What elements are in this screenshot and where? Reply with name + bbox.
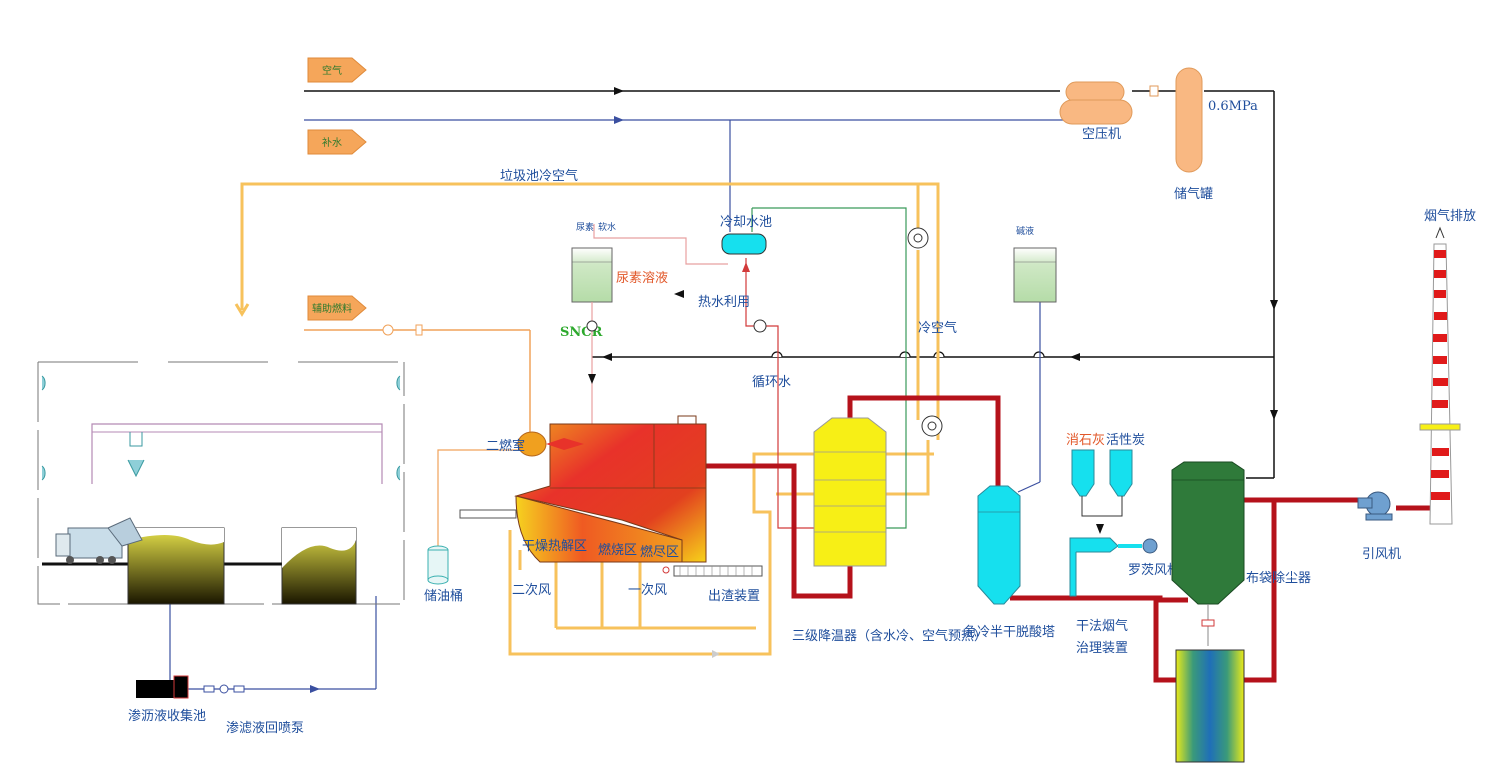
- hot-water-pump-icon: [753, 319, 767, 333]
- heat-exchanger: [1175, 649, 1245, 763]
- dry-gas-label-2: 治理装置: [1076, 641, 1128, 656]
- drying-zone-label: 干燥热解区: [522, 539, 587, 554]
- flue-gas-ducts: [706, 395, 1434, 683]
- hot-water-use-label: 热水利用: [698, 295, 750, 310]
- slag-device: 出渣装置: [662, 565, 763, 604]
- oil-tank: 储油桶: [424, 545, 463, 604]
- cooler-label: 三级降温器（含水冷、空气预热）: [792, 628, 987, 644]
- hot-water-line: [745, 258, 814, 529]
- primary-air-label: 一次风: [628, 582, 667, 598]
- fuel-pump-icon: [382, 324, 394, 336]
- input-water-label: 补水: [322, 136, 342, 149]
- quench-tower-label: 急冷半干脱酸塔: [964, 625, 1055, 640]
- three-stage-cooler: 三级降温器（含水冷、空气预热）: [792, 417, 987, 644]
- garbage-pit-cold-air-label: 垃圾池冷空气: [500, 168, 578, 184]
- soft-water-tag: 软水: [598, 221, 616, 233]
- urea-solution-label: 尿素溶液: [616, 271, 668, 286]
- input-air-label: 空气: [322, 64, 342, 77]
- urea-tank: 尿素 软水 尿素溶液 SNCR: [560, 221, 668, 428]
- input-arrow-fuel: 辅助燃料: [307, 295, 367, 321]
- cooling-pool: 冷却水池 热水利用: [674, 215, 772, 310]
- input-arrow-air: 空气: [307, 57, 367, 83]
- sncr-pump-icon: [586, 320, 598, 332]
- incinerator: 二燃室 干燥热解区 燃烧区 燃尽区: [459, 415, 707, 563]
- pressure-label: 0.6MPa: [1208, 99, 1258, 114]
- fuel-valve-icon: [415, 324, 423, 336]
- dry-treatment: 消石灰 活性炭 罗茨风机 干法烟气 治理装置: [1066, 433, 1180, 656]
- oil-tank-label: 储油桶: [424, 589, 463, 604]
- air-tank-label: 储气罐: [1174, 186, 1213, 202]
- input-fuel-label: 辅助燃料: [312, 302, 352, 315]
- lime-label: 消石灰: [1066, 433, 1105, 448]
- input-arrow-water: 补水: [307, 129, 367, 155]
- air-compressor-label: 空压机: [1082, 127, 1121, 142]
- activated-carbon-label: 活性炭: [1106, 433, 1145, 448]
- urea-tag: 尿素: [576, 221, 594, 233]
- fuel-line: [304, 329, 531, 432]
- burnout-zone-label: 燃尽区: [640, 544, 679, 560]
- induced-fan-label: 引风机: [1362, 547, 1401, 562]
- garbage-truck-icon: [55, 517, 143, 564]
- leachate-pool: 渗沥液收集池: [128, 675, 206, 724]
- water-lines: [169, 119, 1098, 690]
- chimney: 烟气排放: [1419, 208, 1476, 525]
- cold-air-fan-top: [907, 227, 929, 249]
- compressed-air-lines: [304, 90, 1275, 479]
- circulating-water-label: 循环水: [752, 375, 791, 390]
- alkali-tank: 碱液: [1013, 225, 1057, 303]
- cold-air-fan-bottom: [921, 415, 943, 437]
- air-tank: 0.6MPa 储气罐: [1149, 67, 1258, 202]
- bag-filter: 布袋除尘器: [1171, 461, 1311, 646]
- secondary-air-label: 二次风: [512, 582, 551, 598]
- cooling-pool-label: 冷却水池: [720, 215, 772, 230]
- cold-air-lines: [240, 182, 940, 656]
- secondary-chamber-label: 二燃室: [486, 438, 525, 454]
- cold-air-label: 冷空气: [918, 320, 957, 336]
- green-water-line: [751, 207, 907, 529]
- quench-tower: 急冷半干脱酸塔: [964, 485, 1055, 640]
- dry-gas-label-1: 干法烟气: [1076, 618, 1128, 634]
- roots-blower-label: 罗茨风机: [1128, 563, 1180, 578]
- air-compressor: 空压机: [1059, 81, 1133, 142]
- induced-fan: 引风机: [1357, 491, 1401, 562]
- leachate-pool-label: 渗沥液收集池: [128, 708, 206, 724]
- bag-filter-label: 布袋除尘器: [1246, 571, 1311, 586]
- slag-device-label: 出渣装置: [708, 589, 760, 604]
- burning-zone-label: 燃烧区: [598, 542, 637, 558]
- emission-label: 烟气排放: [1424, 208, 1476, 224]
- garbage-building: [37, 361, 405, 605]
- leachate-pump-label: 渗滤液回喷泵: [226, 721, 304, 736]
- leachate-pump: 渗滤液回喷泵: [203, 684, 304, 736]
- alkali-tag: 碱液: [1016, 225, 1034, 237]
